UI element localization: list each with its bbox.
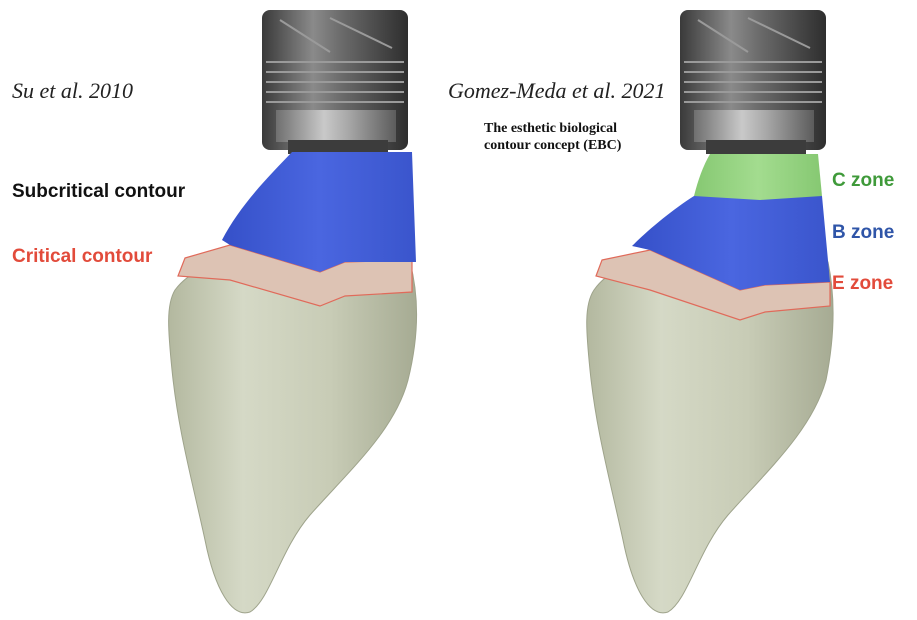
- right-implant-collar: [694, 110, 814, 142]
- right-implant-platform: [706, 140, 806, 154]
- subcritical-contour-label: Subcritical contour: [12, 181, 185, 203]
- right-crown-body: [587, 262, 833, 613]
- e-zone-label: E zone: [832, 273, 893, 295]
- c-zone-label: C zone: [832, 170, 894, 192]
- left-crown-body: [169, 262, 417, 613]
- ebc-subtitle: The esthetic biological contour concept …: [484, 120, 621, 154]
- b-zone-label: B zone: [832, 222, 894, 244]
- right-citation: Gomez-Meda et al. 2021: [448, 78, 666, 104]
- left-implant-platform: [288, 140, 388, 154]
- right-c-zone: [694, 154, 822, 200]
- left-citation: Su et al. 2010: [12, 78, 133, 104]
- left-implant-collar: [276, 110, 396, 142]
- left-implant-model: [169, 10, 417, 613]
- critical-contour-label: Critical contour: [12, 246, 152, 268]
